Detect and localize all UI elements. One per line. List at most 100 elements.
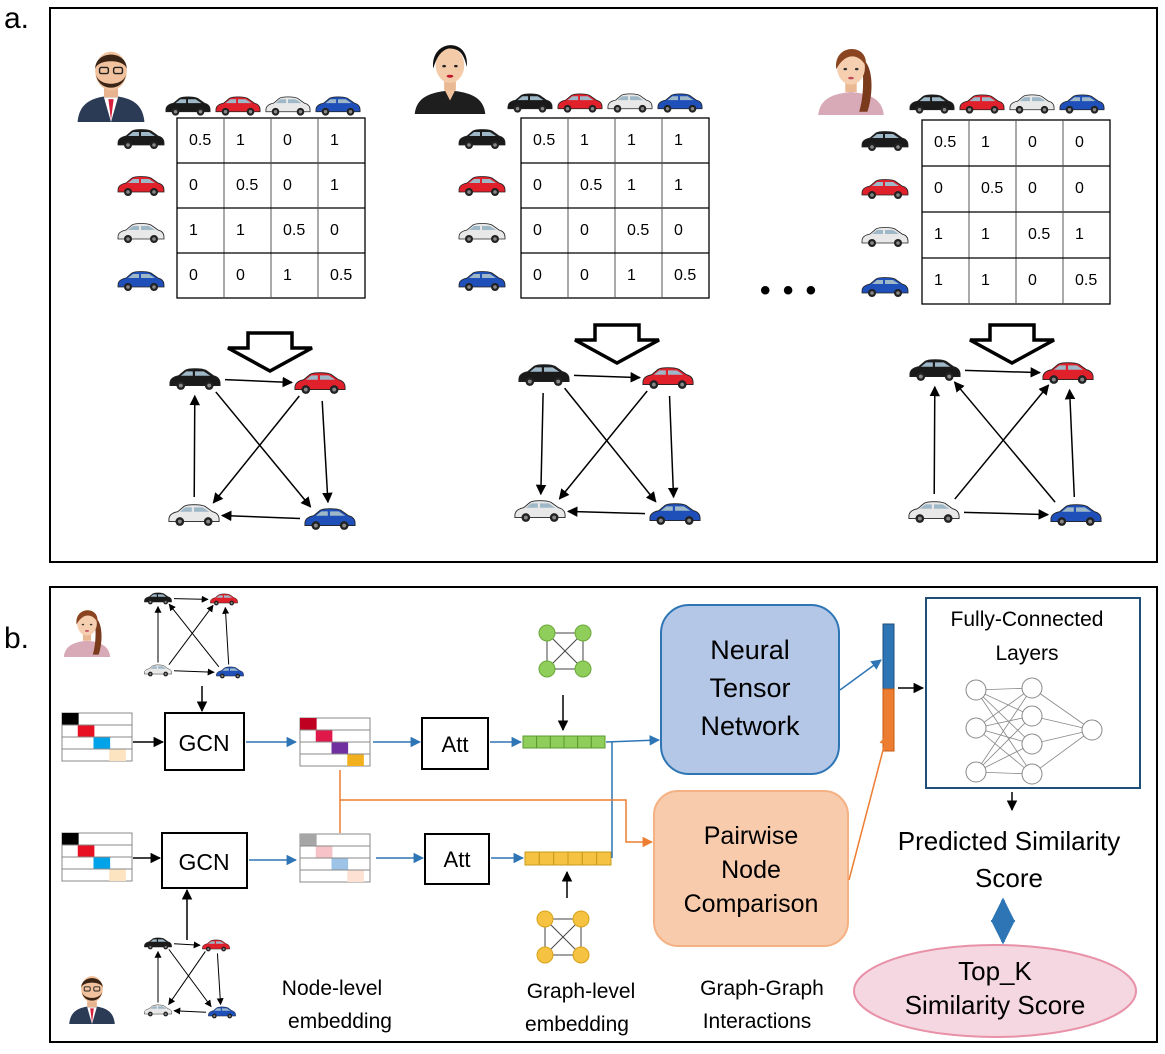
black-sedan-icon — [861, 131, 909, 152]
fc-line-2: Layers — [995, 642, 1058, 665]
nn-neuron — [1081, 719, 1103, 741]
nn-neuron — [1021, 705, 1043, 727]
black-sedan-icon — [909, 359, 961, 382]
matrix-cell: 1 — [236, 132, 245, 149]
edge-arrow — [173, 1007, 207, 1015]
blue-sedan-icon — [216, 666, 244, 679]
matrix-cell: 1 — [674, 177, 683, 194]
concat-vector-orange — [882, 688, 895, 752]
white-coupe-icon — [168, 504, 220, 527]
graph-node — [574, 624, 592, 642]
graph-node — [572, 946, 590, 964]
blue-sedan-icon — [208, 1006, 236, 1019]
predicted-line-1: Predicted Similarity — [898, 826, 1121, 856]
matrix-cell: 0 — [533, 177, 542, 194]
edge-arrow — [667, 395, 679, 499]
blue-sedan-icon — [1050, 504, 1102, 527]
down-arrow-icon — [227, 331, 313, 373]
red-sports-car-icon — [557, 93, 603, 114]
edge-arrow — [216, 953, 224, 1006]
edge-arrow — [963, 509, 1050, 520]
graph-node — [572, 910, 590, 928]
blue-sedan-icon — [304, 508, 356, 531]
nn-neuron — [965, 679, 987, 701]
blue-sedan-icon — [1059, 94, 1105, 115]
matrix-cell: 1 — [934, 226, 943, 243]
white-coupe-icon — [607, 93, 653, 114]
edge-arrow — [173, 941, 201, 949]
blue-sedan-icon — [117, 271, 165, 292]
mini-graph-top — [144, 592, 244, 679]
matrix-cell: 0 — [189, 267, 198, 284]
pnc-line-1: Pairwise — [704, 822, 798, 850]
top-k-ellipse — [853, 944, 1137, 1038]
panel-a-frame — [49, 7, 1158, 563]
white-coupe-icon — [144, 1004, 172, 1017]
matrix-cell: 0.5 — [627, 222, 649, 239]
matrix-cell: 1 — [981, 134, 990, 151]
edge-arrow — [168, 949, 212, 1008]
gcn-box-bottom — [161, 832, 248, 889]
matrix-cell: 0.5 — [533, 132, 555, 149]
matrix-cell: 1 — [580, 132, 589, 149]
matrix-cell: 0 — [533, 222, 542, 239]
red-sports-car-icon — [1042, 362, 1094, 385]
blue-sedan-icon — [649, 503, 701, 526]
matrix-cell: 0 — [283, 132, 292, 149]
edge-arrow — [222, 606, 230, 665]
nn-neuron — [1021, 733, 1043, 755]
caption-node-level-1: Node-level — [282, 977, 382, 1000]
white-coupe-icon — [265, 96, 311, 117]
woman-short-hair-avatar — [414, 45, 486, 114]
gcn-bottom-label: GCN — [178, 849, 229, 875]
neural-tensor-network-box — [660, 604, 840, 775]
matrix-cell: 0.5 — [330, 267, 352, 284]
ntn-line-3: Network — [700, 711, 800, 741]
matrix-cell: 0.5 — [1075, 272, 1097, 289]
red-sports-car-icon — [458, 176, 506, 197]
matrix-cell: 0 — [1028, 134, 1037, 151]
blue-sedan-icon — [458, 271, 506, 292]
graph-node — [536, 946, 554, 964]
neural-network-icon — [965, 677, 1103, 785]
edge-arrow — [215, 391, 312, 508]
embedding-cell — [549, 735, 565, 749]
embedding-cell — [590, 735, 606, 749]
edge-arrow — [566, 506, 646, 517]
matrix-cell: 0.5 — [934, 134, 956, 151]
embedding-cell — [536, 735, 551, 749]
white-coupe-icon — [117, 223, 165, 244]
edge-arrow — [964, 367, 1042, 378]
red-sports-car-icon — [861, 179, 909, 200]
edge-arrow — [953, 381, 1056, 503]
matrix-cell: 1 — [627, 177, 636, 194]
graph-level-embeddings — [522, 624, 612, 964]
red-sports-car-icon — [202, 939, 230, 952]
red-sports-car-icon — [642, 367, 694, 390]
woman-long-hair-avatar-small — [63, 610, 111, 657]
ellipsis: • • • — [760, 274, 818, 307]
topk-line-2: Similarity Score — [905, 990, 1086, 1020]
down-arrow-icon — [574, 323, 660, 365]
panel-b-label: b. — [4, 622, 29, 655]
matrix-cell: 0 — [533, 267, 542, 284]
concat-vector-blue — [882, 623, 895, 690]
matrix-cell: 1 — [627, 132, 636, 149]
caption-interactions-2: Interactions — [703, 1010, 812, 1033]
white-coupe-icon — [908, 501, 960, 524]
gcn-box-top — [164, 712, 245, 771]
edge-arrow — [168, 603, 220, 668]
red-sports-car-icon — [117, 176, 165, 197]
matrix-cell: 0 — [1075, 180, 1084, 197]
red-sports-car-icon — [215, 96, 261, 117]
matrix-cell: 0.5 — [283, 222, 305, 239]
edge-arrow — [321, 400, 333, 504]
man-with-beard-avatar — [76, 50, 146, 122]
att-box-top — [421, 717, 489, 770]
nn-neuron — [965, 761, 987, 783]
white-coupe-icon — [1009, 94, 1055, 115]
